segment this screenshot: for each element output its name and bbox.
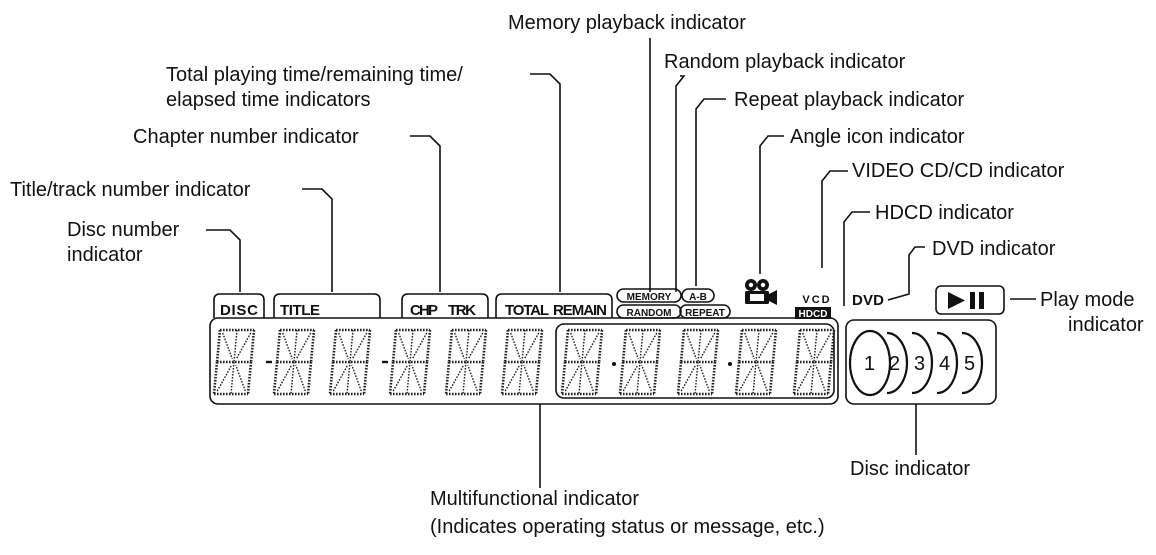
total-time-label-line1: Total playing time/remaining time/ [166, 64, 463, 86]
repeat-playback-label: Repeat playback indicator [734, 89, 964, 111]
play-pause-icon [948, 292, 984, 309]
vcd-cd-label: VIDEO CD/CD indicator [852, 160, 1065, 182]
disc-number-label-line2: indicator [67, 244, 143, 266]
memory-playback-label: Memory playback indicator [508, 12, 746, 34]
multifunctional-label-line2: (Indicates operating status or message, … [430, 516, 825, 538]
title-panel-label: TITLE [280, 302, 320, 319]
remain-panel-label: REMAIN [553, 302, 607, 319]
leader-lines [206, 38, 1036, 488]
character-digit [328, 328, 372, 396]
play-icon [948, 292, 965, 309]
multifunctional-label-line1: Multifunctional indicator [430, 488, 639, 510]
dvd-panel-label: DVD [852, 292, 884, 309]
ab-badge-label: A-B [689, 292, 707, 303]
character-digit [676, 328, 720, 396]
total-time-label-line2: elapsed time indicators [166, 89, 371, 111]
memory-random-badges [616, 288, 731, 319]
play-mode-label-line1: Play mode [1040, 289, 1135, 311]
play-mode-label-line2: indicator [1068, 314, 1144, 336]
character-digit [560, 328, 604, 396]
disc-number-3: 3 [914, 353, 925, 375]
random-playback-label: Random playback indicator [664, 51, 906, 73]
random-badge-label: RANDOM [627, 308, 672, 319]
colon-dot [728, 362, 732, 366]
angle-icon-label: Angle icon indicator [790, 126, 965, 148]
dvd-label: DVD indicator [932, 238, 1056, 260]
pause-icon [970, 292, 975, 309]
movie-camera-icon [745, 279, 777, 305]
disc-number-label-line1: Disc number [67, 219, 180, 241]
hdcd-panel-label: HDCD [799, 309, 828, 320]
repeat-badge-label: REPEAT [685, 308, 725, 319]
disc-number-2: 2 [889, 353, 900, 375]
character-digit [272, 328, 316, 396]
trk-panel-label: TRK [448, 302, 476, 319]
disc-ellipses [848, 329, 984, 397]
disc-indicator-label: Disc indicator [850, 458, 970, 480]
disc-number-4: 4 [939, 353, 950, 375]
character-digit [388, 328, 432, 396]
chapter-number-label: Chapter number indicator [133, 126, 359, 148]
disc-number-5: 5 [964, 353, 975, 375]
character-digit [212, 328, 256, 396]
memory-badge-label: MEMORY [627, 292, 672, 303]
character-digits [212, 328, 836, 396]
disc-number-1: 1 [864, 353, 875, 375]
character-digit [444, 328, 488, 396]
character-digit [500, 328, 544, 396]
colon-dot [612, 362, 616, 366]
character-digit [618, 328, 662, 396]
character-digit [734, 328, 778, 396]
hdcd-label: HDCD indicator [875, 202, 1014, 224]
chp-panel-label: CHP [410, 302, 438, 319]
total-panel-label: TOTAL [505, 302, 549, 319]
title-track-label: Title/track number indicator [10, 179, 251, 201]
vcd-panel-label: VCD [802, 294, 831, 306]
hdcd-badge [795, 307, 831, 319]
character-digit [792, 328, 836, 396]
disc-panel-label: DISC [220, 302, 258, 319]
panel-frames [209, 285, 1005, 405]
